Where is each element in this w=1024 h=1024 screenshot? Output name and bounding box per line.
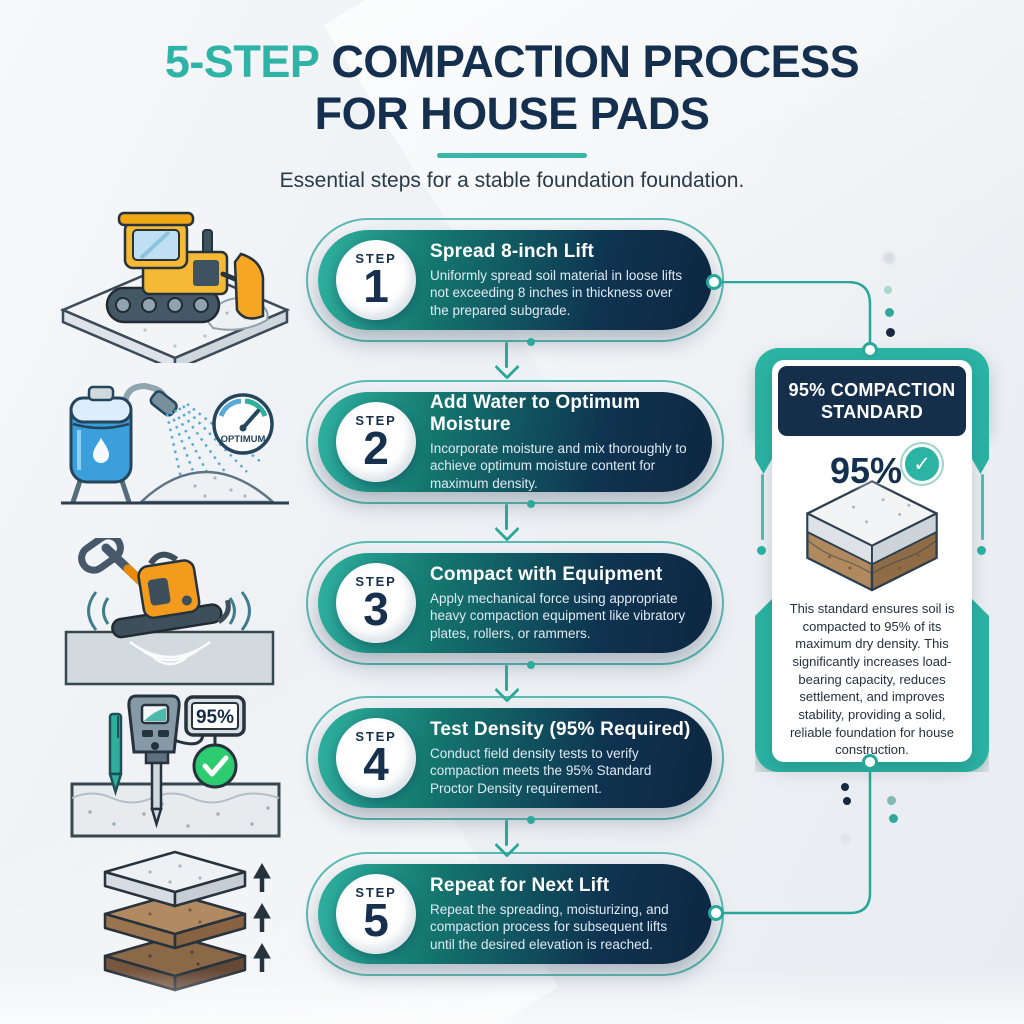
rail-step1-to-panel xyxy=(714,281,872,350)
background-fade xyxy=(0,970,1024,1024)
step-3-card: STEP 3 Compact with Equipment Apply mech… xyxy=(318,553,712,653)
panel-title: 95% COMPACTION STANDARD xyxy=(778,366,966,436)
panel-side-dot xyxy=(757,546,766,555)
density-test-icon: 95% xyxy=(70,694,281,838)
connector-node xyxy=(862,754,878,770)
step-description: Apply mechanical force using appropriate… xyxy=(430,591,686,641)
step-number: 4 xyxy=(363,738,389,791)
flow-dot xyxy=(527,500,535,508)
decor-dot xyxy=(887,796,896,805)
connector-node xyxy=(706,274,722,290)
step-title: Compact with Equipment xyxy=(430,564,663,586)
step-4-badge: STEP 4 xyxy=(336,718,416,798)
step-5-card: STEP 5 Repeat for Next Lift Repeat the s… xyxy=(318,864,712,964)
connector-node xyxy=(862,342,878,358)
panel-description: This standard ensures soil is compacted … xyxy=(789,601,955,758)
step-2-card: STEP 2 Add Water to Optimum Moisture Inc… xyxy=(318,392,712,492)
rail-panel-to-step5 xyxy=(716,762,872,915)
step-1-card: STEP 1 Spread 8-inch Lift Uniformly spre… xyxy=(318,230,712,330)
panel-value: 95% xyxy=(830,450,903,491)
flow-connector xyxy=(505,665,508,691)
compaction-standard-panel: 95% COMPACTION STANDARD 95% ✓ This stand… xyxy=(772,360,972,762)
water-spray-icon: OPTIMUM xyxy=(61,382,289,505)
step-title: Spread 8-inch Lift xyxy=(430,241,595,263)
flow-dot xyxy=(527,338,535,346)
step-label: STEP xyxy=(355,729,397,745)
subtitle: Essential steps for a stable foundation … xyxy=(279,168,745,192)
step-label: STEP xyxy=(355,885,397,901)
decor-dot xyxy=(843,797,851,805)
step-label: STEP xyxy=(355,251,397,267)
title-accent: 5-STEP xyxy=(164,36,320,87)
step-number: 5 xyxy=(363,894,389,947)
panel-side-line xyxy=(981,474,984,540)
step-3-outline xyxy=(306,541,724,665)
step-4-outline xyxy=(306,696,724,820)
decor-dot xyxy=(841,783,849,791)
flow-connector xyxy=(505,820,508,846)
panel-ribbon-wing xyxy=(755,424,772,474)
step-number: 2 xyxy=(363,422,389,475)
step-1-outline xyxy=(306,218,724,342)
step-4-card: STEP 4 Test Density (95% Required) Condu… xyxy=(318,708,712,808)
decor-dot xyxy=(883,252,895,264)
panel-title-line1: 95% COMPACTION xyxy=(788,379,956,400)
step-number: 3 xyxy=(363,583,389,636)
title-underline xyxy=(437,152,587,158)
step-description: Incorporate moisture and mix thoroughly … xyxy=(430,441,687,491)
decor-dot xyxy=(840,833,851,844)
title-rest: COMPACTION PROCESS xyxy=(331,36,860,87)
decor-dot xyxy=(884,286,892,294)
gauge-label: OPTIMUM xyxy=(221,434,266,445)
step-1-badge: STEP 1 xyxy=(336,240,416,320)
step-title: Test Density (95% Required) xyxy=(430,719,691,741)
step-label: STEP xyxy=(355,413,397,429)
lift-arrows-icon xyxy=(253,862,271,972)
decor-dot xyxy=(889,814,898,823)
meter-readout: 95% xyxy=(196,707,234,728)
flow-dot xyxy=(527,661,535,669)
plate-compactor-icon xyxy=(64,538,275,686)
flow-dot xyxy=(527,816,535,824)
flow-connector xyxy=(505,342,508,368)
panel-side-dot xyxy=(977,546,986,555)
step-description: Conduct field density tests to verify co… xyxy=(430,746,652,796)
step-3-badge: STEP 3 xyxy=(336,563,416,643)
panel-ribbon-wing xyxy=(972,424,989,474)
arrow-down-icon xyxy=(494,354,520,380)
panel-title-line2: STANDARD xyxy=(820,402,924,422)
step-title: Add Water to Optimum Moisture xyxy=(430,392,641,436)
decor-dot xyxy=(886,328,895,337)
step-label: STEP xyxy=(355,574,397,590)
panel-side-line xyxy=(761,474,764,540)
check-circle-icon: ✓ xyxy=(902,444,942,484)
decor-dot xyxy=(885,308,894,317)
step-number: 1 xyxy=(363,260,389,313)
step-title: Repeat for Next Lift xyxy=(430,875,610,897)
step-description: Repeat the spreading, moisturizing, and … xyxy=(430,902,669,952)
flow-connector xyxy=(505,504,508,530)
step-description: Uniformly spread soil material in loose … xyxy=(430,268,683,318)
page-title-line2: FOR HOUSE PADS xyxy=(314,87,710,139)
step-2-badge: STEP 2 xyxy=(336,402,416,482)
bulldozer-spreading-icon xyxy=(59,211,291,363)
arrow-down-icon xyxy=(494,516,520,542)
step-5-badge: STEP 5 xyxy=(336,874,416,954)
step-2-outline xyxy=(306,380,724,504)
connector-node xyxy=(708,905,724,921)
